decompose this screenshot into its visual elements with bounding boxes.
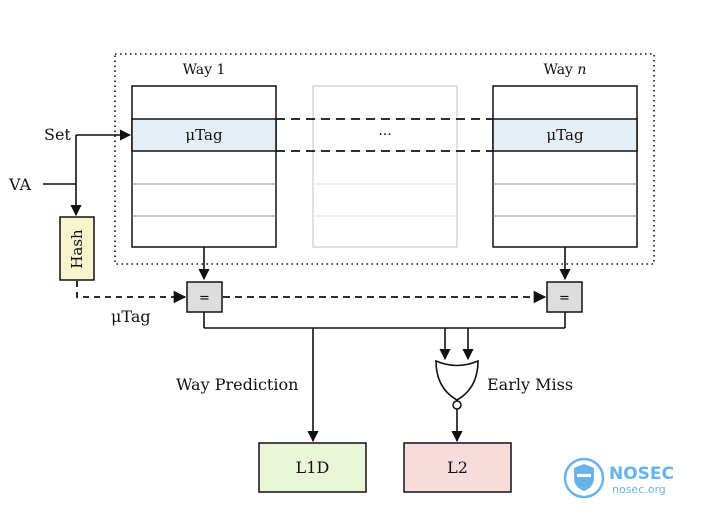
hash-block bbox=[59, 216, 95, 281]
comparator-way-n-symbol: = bbox=[559, 291, 570, 306]
nor-gate bbox=[435, 359, 479, 401]
set-label: Set bbox=[44, 125, 71, 144]
way-n-utag-row bbox=[492, 118, 638, 152]
l1d-box bbox=[258, 442, 367, 493]
nosec-title: NOSEC bbox=[609, 464, 674, 484]
hash-utag-dashed-path bbox=[76, 281, 187, 304]
nosec-logo-icon bbox=[563, 457, 605, 499]
l1d-label: L1D bbox=[296, 458, 330, 477]
middle-way-table bbox=[312, 85, 458, 248]
early-miss-label: Early Miss bbox=[487, 375, 573, 394]
way-1-utag-row bbox=[131, 118, 277, 152]
nosec-watermark: NOSEC nosec.org bbox=[563, 457, 674, 499]
utag-input-label: μTag bbox=[111, 307, 151, 326]
va-label: VA bbox=[8, 175, 31, 194]
nosec-subtitle: nosec.org bbox=[612, 483, 666, 496]
way-1-utag-label: μTag bbox=[185, 126, 223, 144]
hash-label: Hash bbox=[68, 229, 86, 269]
way-n-utag-label: μTag bbox=[546, 126, 584, 144]
nor-gate-bubble bbox=[452, 400, 462, 410]
l2-box bbox=[403, 442, 512, 493]
nosec-logo-shield bbox=[574, 464, 594, 491]
way-n-table bbox=[492, 85, 638, 248]
middle-way-ellipsis: ··· bbox=[378, 127, 391, 143]
way-n-title-var: n bbox=[577, 62, 586, 78]
l2-label: L2 bbox=[447, 458, 468, 477]
comparator-way-1 bbox=[186, 281, 223, 313]
way-1-title: Way 1 bbox=[183, 62, 226, 78]
way-prediction-label: Way Prediction bbox=[176, 375, 298, 394]
way-1-table bbox=[131, 85, 277, 248]
way-n-title: Way n bbox=[544, 62, 587, 78]
comparator-way-1-symbol: = bbox=[199, 291, 210, 306]
comparator-way-n bbox=[546, 281, 583, 313]
way-n-title-prefix: Way bbox=[544, 62, 578, 78]
